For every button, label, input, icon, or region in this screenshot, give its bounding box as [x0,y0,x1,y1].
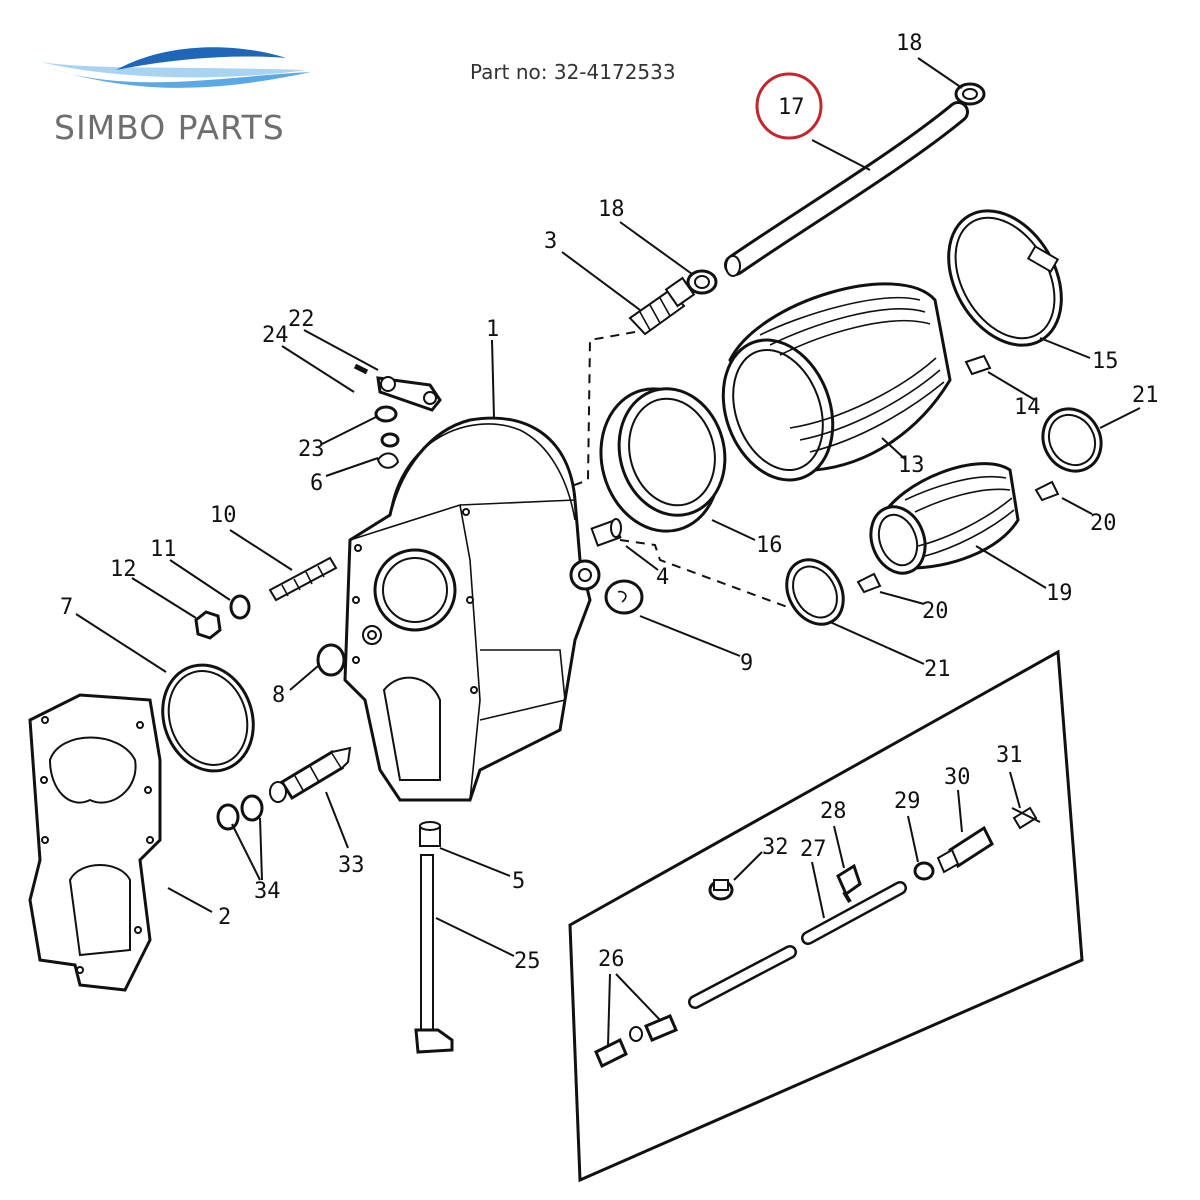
pin-24 [353,363,369,375]
callout-20-upper: 20 [1090,511,1117,536]
callout-1: 1 [486,317,499,342]
callout-34: 34 [254,879,281,904]
clip-14 [964,354,992,376]
part-number-label: Part no: 32-4172533 [470,60,676,84]
fitting-31 [1011,806,1041,830]
callout-21-upper: 21 [1132,383,1159,408]
gimbal-ring-16 [599,387,727,533]
callout-32: 32 [762,835,789,860]
callout-27: 27 [800,837,827,862]
callout-30: 30 [944,765,971,790]
fitting-28 [836,863,862,904]
clip-20-lower [856,572,882,594]
callout-23: 23 [298,437,325,462]
water-fitting-3 [628,276,696,336]
brand-name: SIMBO PARTS [54,108,285,147]
callout-22: 22 [288,307,315,332]
callout-15: 15 [1092,349,1119,374]
highlight-circle-17 [755,72,823,140]
bushing-5 [419,821,441,847]
clamp-21-upper [1041,407,1103,473]
callout-20-lower: 20 [922,599,949,624]
hose-clamp-18-top [954,82,986,106]
transom-housing-1 [343,416,601,802]
callout-33: 33 [338,853,365,878]
callout-16: 16 [756,533,783,558]
valve-30 [936,825,994,874]
shift-lever-22 [376,376,442,412]
stud-10 [268,556,338,602]
brand-logo-waves [40,47,311,88]
washer-23 [374,405,398,423]
callout-8: 8 [272,683,285,708]
o-ring-7 [161,663,255,773]
clamp-21-lower [785,558,845,626]
callout-labels: 1 2 3 4 5 6 7 8 9 10 11 12 13 14 15 16 1… [60,31,1159,974]
leader-lines [75,57,1141,1047]
washer-11 [229,594,251,620]
o-rings-34 [216,794,264,831]
shift-shaft-25 [414,854,454,1054]
callout-31: 31 [996,743,1023,768]
washer-9 [604,579,644,615]
drain-valve-33 [269,746,352,803]
callout-14: 14 [1014,395,1041,420]
callout-25: 25 [514,949,541,974]
hose-27-upper [801,881,907,945]
leader-dashed-3 [571,331,636,487]
o-ring-8 [316,643,346,677]
bellows-clamp-15 [947,209,1063,347]
callout-7: 7 [60,595,73,620]
kit-box [568,649,1084,1183]
callout-18-middle: 18 [598,197,625,222]
callout-21-lower: 21 [924,657,951,682]
callout-24: 24 [262,323,289,348]
callout-19: 19 [1046,581,1073,606]
fittings-26 [594,1014,678,1069]
callout-29: 29 [894,789,921,814]
clamp-32 [708,879,734,901]
gasket-2 [28,693,162,992]
callout-6: 6 [310,471,323,496]
callout-11: 11 [150,537,177,562]
bushing-6 [376,432,400,469]
exhaust-bellows-13 [721,282,952,482]
callout-4: 4 [656,565,669,590]
shift-bellows-19 [869,462,1020,575]
callout-3: 3 [544,229,557,254]
callout-10: 10 [210,503,237,528]
bushing-4 [590,518,622,547]
clip-20-upper [1034,480,1060,502]
callout-18-top: 18 [896,31,923,56]
callout-13: 13 [898,453,925,478]
callout-12: 12 [110,557,137,582]
nut-29 [913,861,935,881]
callout-26: 26 [598,947,625,972]
callout-28: 28 [820,799,847,824]
hose-27-lower [688,945,797,1009]
hose-clamp-18-middle [686,269,718,295]
callout-9: 9 [740,651,753,676]
callout-17: 17 [778,95,805,120]
nut-12 [194,610,222,640]
leader-dashed-21 [619,539,791,609]
hose-17 [724,101,969,277]
callout-2: 2 [218,905,231,930]
callout-5: 5 [512,869,525,894]
